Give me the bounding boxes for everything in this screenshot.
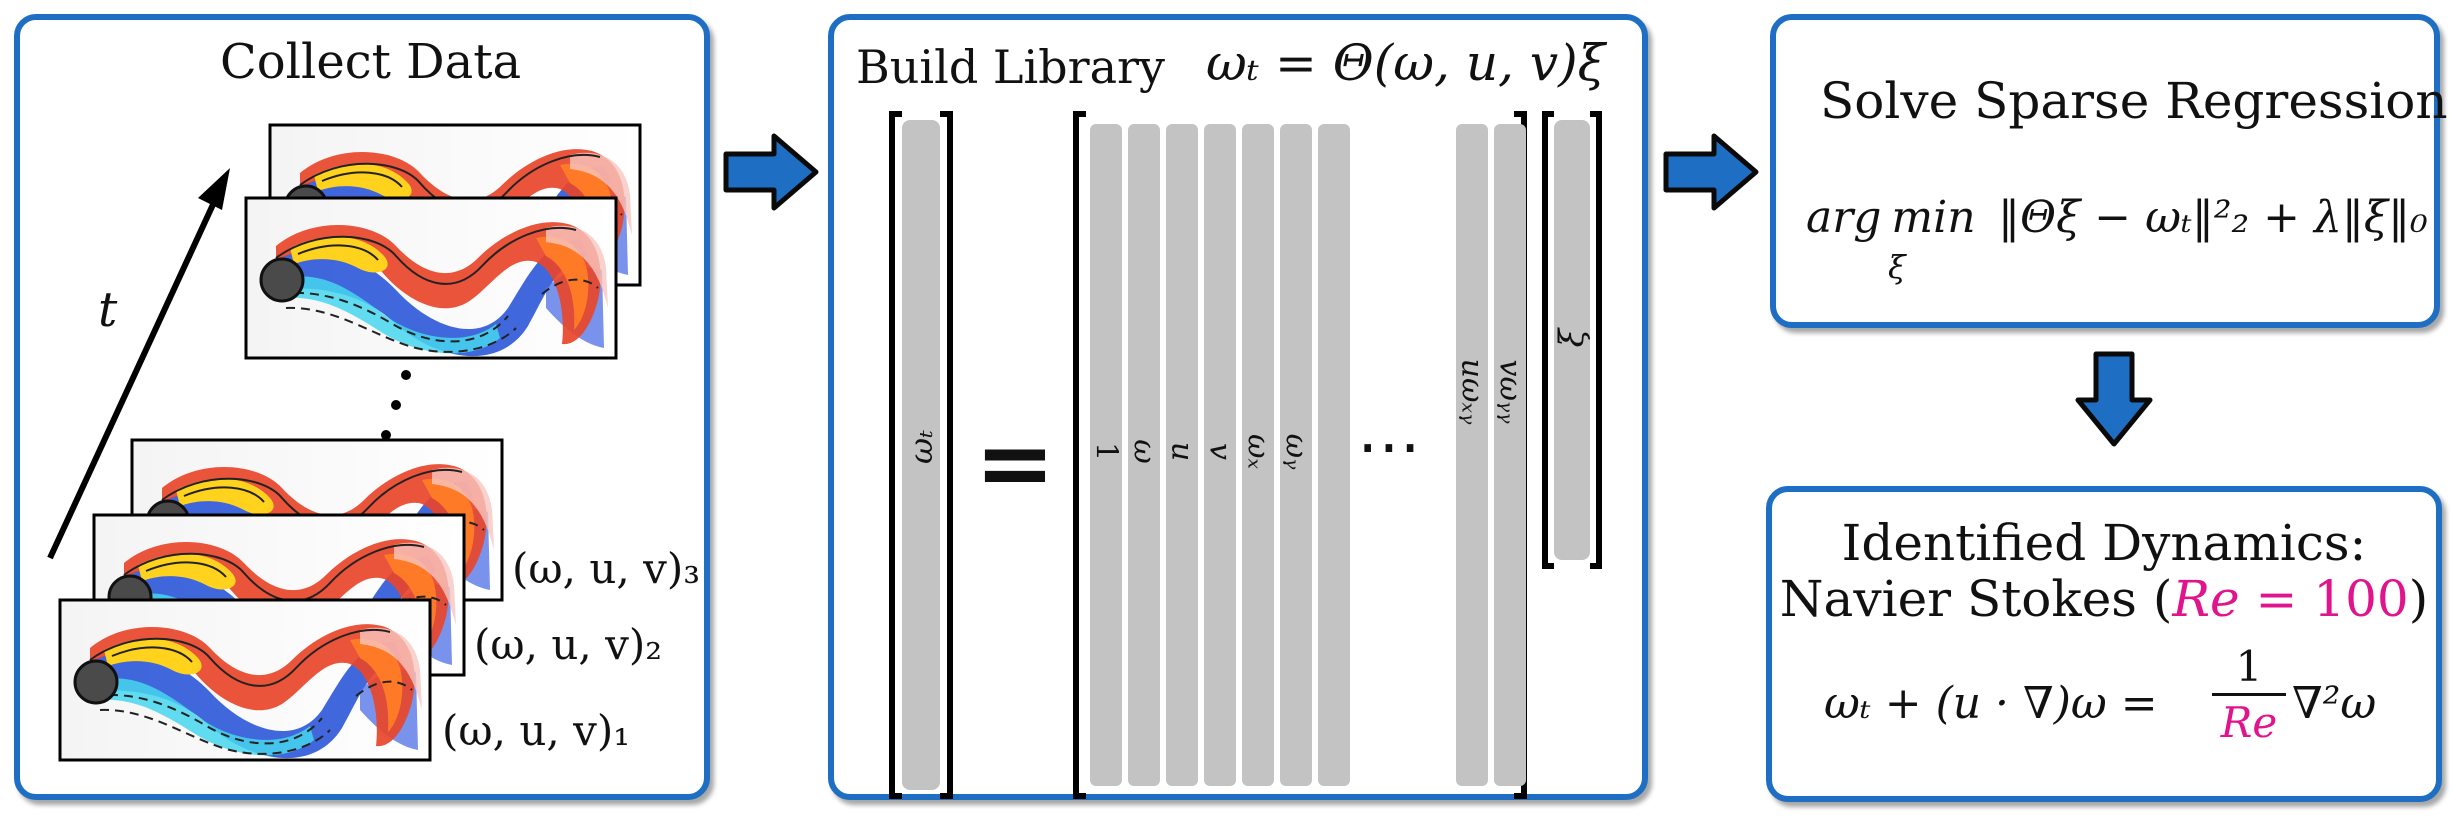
right-arrow-icon [723, 133, 819, 211]
matrix-column-blank [1318, 124, 1350, 786]
lhs-vector [889, 111, 953, 799]
matrix-column-label: u [1164, 441, 1200, 462]
matrix-column-label: ω [1126, 439, 1162, 464]
snapshot-label-1: (ω, u, v)₁ [442, 706, 631, 755]
reynolds-value: = 100 [2239, 570, 2409, 628]
matrix-column-label: 1 [1088, 441, 1124, 462]
sparse-regression-title: Solve Sparse Regression [1820, 72, 2448, 130]
matrix-column-u: u [1164, 124, 1200, 786]
matrix-column-label: ωₓ [1240, 433, 1276, 470]
matrix-column-omega-x: ωₓ [1240, 124, 1276, 786]
build-library-title: Build Library [856, 40, 1166, 94]
snapshot-label-3: (ω, u, v)₃ [512, 544, 701, 593]
matrix-column-omega: ω [1126, 124, 1162, 786]
xi-vector [1542, 111, 1602, 569]
right-arrow-icon [1663, 133, 1759, 211]
library-columns: 1 ω u v ωₓ ωᵧ uωₓᵧ vωᵧᵧ ⋯ [1070, 110, 1530, 800]
argmin-operator: arg min [1806, 192, 1976, 243]
snapshot-label-2: (ω, u, v)₂ [474, 620, 663, 669]
matrix-column-label: ωᵧ [1278, 433, 1314, 470]
fraction-denominator: Re [2220, 698, 2278, 747]
identified-dynamics-title: Identified Dynamics: [1841, 514, 2367, 572]
time-label: t [98, 282, 118, 338]
matrix-column-label: uωₓᵧ [1454, 358, 1490, 425]
sparse-regression-panel: Solve Sparse Regression arg min ξ ‖Θξ − … [1770, 14, 2448, 328]
matrix-column-label: v [1202, 443, 1238, 460]
navier-stokes-prefix: Navier Stokes ( [1779, 570, 2173, 628]
matrix-column-u-omega-xy: uωₓᵧ [1454, 124, 1490, 786]
library-equation: ωₜ = Θ(ω, u, v)ξ [1206, 34, 1606, 92]
matrix-column-v: v [1202, 124, 1238, 786]
matrix-dots: ⋯ [1357, 410, 1421, 484]
matrix-column-v-omega-yy: vωᵧᵧ [1492, 124, 1528, 786]
fraction-numerator: 1 [2235, 642, 2263, 691]
equals-sign: = [974, 407, 1056, 519]
navier-stokes-suffix: ) [2408, 570, 2429, 628]
ns-fraction: 1 Re [2212, 642, 2286, 747]
matrix-column-omega-y: ωᵧ [1278, 124, 1314, 786]
matrix-column-label: vωᵧᵧ [1492, 359, 1528, 424]
snapshots-figure [47, 123, 642, 762]
ns-equation-lhs: ωₜ + (u · ∇)ω = [1824, 678, 2158, 729]
collect-data-title: Collect Data [220, 34, 522, 90]
build-library-panel: Build Library ωₜ = Θ(ω, u, v)ξ ωₜ = 1 ω … [828, 14, 1648, 800]
down-arrow-icon [2075, 351, 2153, 447]
matrix-column-1: 1 [1088, 124, 1124, 786]
identified-dynamics-panel: Identified Dynamics: Navier Stokes (Re =… [1766, 486, 2442, 802]
sparse-objective: ‖Θξ − ωₜ‖²₂ + λ‖ξ‖₀ [1998, 192, 2428, 243]
argmin-subscript: ξ [1888, 248, 1906, 286]
navier-stokes-line: Navier Stokes (Re = 100) [1772, 570, 2436, 628]
lhs-label: ωₜ [902, 430, 940, 464]
reynolds-symbol: Re [2172, 570, 2240, 628]
collect-data-panel: Collect Data [14, 14, 710, 800]
xi-label: ξ [1552, 328, 1592, 348]
ns-equation-rhs: ∇²ω [2292, 678, 2377, 729]
